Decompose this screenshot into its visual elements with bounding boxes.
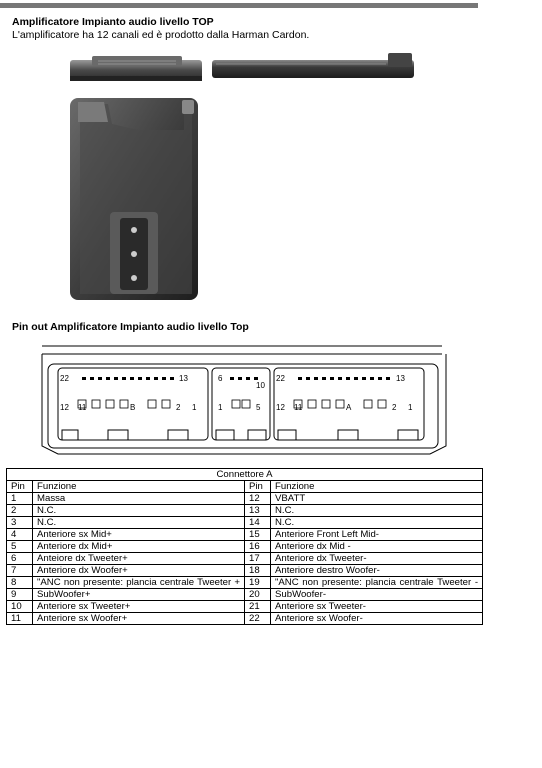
connector-label: A bbox=[346, 403, 352, 412]
column-header-funzione: Funzione bbox=[269, 480, 484, 493]
connector-label: 11 bbox=[78, 403, 87, 412]
connector-label: 2 bbox=[176, 403, 181, 412]
pin-number: 11 bbox=[6, 612, 33, 625]
pin-number: 4 bbox=[6, 528, 33, 541]
table-row: 4 Anteriore sx Mid+ 15 Anteriore Front L… bbox=[6, 528, 484, 541]
connector-pin-table: Connettore A Pin Funzione Pin Funzione 1… bbox=[5, 468, 484, 625]
pin-function: Anteriore sx Woofer+ bbox=[32, 612, 245, 625]
table-row: 1 Massa 12 VBATT bbox=[6, 492, 484, 505]
table-row: 9 SubWoofer+ 20 SubWoofer- bbox=[6, 588, 484, 601]
pin-function: "ANC non presente: plancia centrale Twee… bbox=[32, 576, 245, 589]
pin-function: VBATT bbox=[269, 492, 484, 505]
connector-label: 13 bbox=[179, 374, 188, 383]
pin-function: Anteriore sx Tweeter- bbox=[269, 600, 484, 613]
connector-label: 1 bbox=[408, 403, 413, 412]
pin-number: 14 bbox=[244, 516, 271, 529]
pin-number: 16 bbox=[244, 540, 271, 553]
pin-function: SubWoofer- bbox=[269, 588, 484, 601]
table-caption: Connettore A bbox=[5, 468, 484, 481]
table-row: 6 Anteiore dx Tweeter+ 17 Anteriore dx T… bbox=[6, 552, 484, 565]
table-row: 2 N.C. 13 N.C. bbox=[6, 504, 484, 517]
connector-label: 1 bbox=[218, 403, 223, 412]
pin-function: Anteriore dx Mid+ bbox=[32, 540, 245, 553]
pin-number: 19 bbox=[244, 576, 271, 589]
pin-number: 5 bbox=[6, 540, 33, 553]
pinout-section-title: Pin out Amplificatore Impianto audio liv… bbox=[12, 321, 249, 333]
page-subtitle: L'amplificatore ha 12 canali ed è prodot… bbox=[12, 29, 310, 41]
connector-label: 1 bbox=[192, 403, 197, 412]
connector-label: 12 bbox=[276, 403, 285, 412]
connector-label: 2 bbox=[392, 403, 397, 412]
pin-function: N.C. bbox=[269, 504, 484, 517]
pin-function: N.C. bbox=[32, 504, 245, 517]
table-row: 3 N.C. 14 N.C. bbox=[6, 516, 484, 529]
table-row: 7 Anteriore dx Woofer+ 18 Anteriore dest… bbox=[6, 564, 484, 577]
pin-number: 12 bbox=[244, 492, 271, 505]
table-row: 5 Anteriore dx Mid+ 16 Anteriore dx Mid … bbox=[6, 540, 484, 553]
pin-number: 18 bbox=[244, 564, 271, 577]
pin-function: Anteriore dx Woofer+ bbox=[32, 564, 245, 577]
pin-function: Massa bbox=[32, 492, 245, 505]
connector-pinout-diagram: 22 13 12 11 B 2 1 6 10 1 5 22 13 12 11 A… bbox=[41, 345, 447, 455]
connector-label: 12 bbox=[60, 403, 69, 412]
connector-label: 22 bbox=[60, 374, 69, 383]
pin-number: 21 bbox=[244, 600, 271, 613]
amplifier-front-view-image bbox=[70, 98, 198, 300]
pin-number: 10 bbox=[6, 600, 33, 613]
connector-label: 11 bbox=[294, 403, 303, 412]
pin-number: 13 bbox=[244, 504, 271, 517]
pin-function: N.C. bbox=[269, 516, 484, 529]
column-header-pin: Pin bbox=[244, 480, 271, 493]
amplifier-side-view-image bbox=[70, 56, 202, 81]
pin-function: Anteriore dx Mid - bbox=[269, 540, 484, 553]
pin-number: 8 bbox=[6, 576, 33, 589]
pin-number: 20 bbox=[244, 588, 271, 601]
pin-function: "ANC non presente: plancia centrale Twee… bbox=[269, 576, 484, 589]
pin-function: N.C. bbox=[32, 516, 245, 529]
connector-label: 5 bbox=[256, 403, 261, 412]
connector-label: 10 bbox=[256, 381, 265, 390]
page-header-rule bbox=[0, 0, 478, 8]
pin-number: 17 bbox=[244, 552, 271, 565]
pin-function: Anteiore dx Tweeter+ bbox=[32, 552, 245, 565]
pin-function: Anteriore dx Tweeter- bbox=[269, 552, 484, 565]
connector-label: B bbox=[130, 403, 135, 412]
pin-function: Anteriore sx Tweeter+ bbox=[32, 600, 245, 613]
pin-function: Anteriore destro Woofer- bbox=[269, 564, 484, 577]
column-header-funzione: Funzione bbox=[32, 480, 245, 493]
table-row: 8 "ANC non presente: plancia centrale Tw… bbox=[6, 576, 484, 589]
column-header-pin: Pin bbox=[6, 480, 33, 493]
connector-label: 13 bbox=[396, 374, 405, 383]
pin-number: 15 bbox=[244, 528, 271, 541]
pin-function: SubWoofer+ bbox=[32, 588, 245, 601]
pin-number: 9 bbox=[6, 588, 33, 601]
page-title: Amplificatore Impianto audio livello TOP bbox=[12, 16, 214, 28]
pin-function: Anteriore sx Woofer- bbox=[269, 612, 484, 625]
pin-number: 2 bbox=[6, 504, 33, 517]
pin-function: Anteriore sx Mid+ bbox=[32, 528, 245, 541]
table-row: 11 Anteriore sx Woofer+ 22 Anteriore sx … bbox=[6, 612, 484, 625]
pin-number: 7 bbox=[6, 564, 33, 577]
pin-number: 22 bbox=[244, 612, 271, 625]
table-row: 10 Anteriore sx Tweeter+ 21 Anteriore sx… bbox=[6, 600, 484, 613]
pin-number: 3 bbox=[6, 516, 33, 529]
amplifier-top-view-image bbox=[212, 53, 414, 78]
pin-function: Anteriore Front Left Mid- bbox=[269, 528, 484, 541]
pin-number: 6 bbox=[6, 552, 33, 565]
connector-label: 6 bbox=[218, 374, 223, 383]
pin-number: 1 bbox=[6, 492, 33, 505]
table-header-row: Pin Funzione Pin Funzione bbox=[6, 480, 484, 493]
connector-label: 22 bbox=[276, 374, 285, 383]
